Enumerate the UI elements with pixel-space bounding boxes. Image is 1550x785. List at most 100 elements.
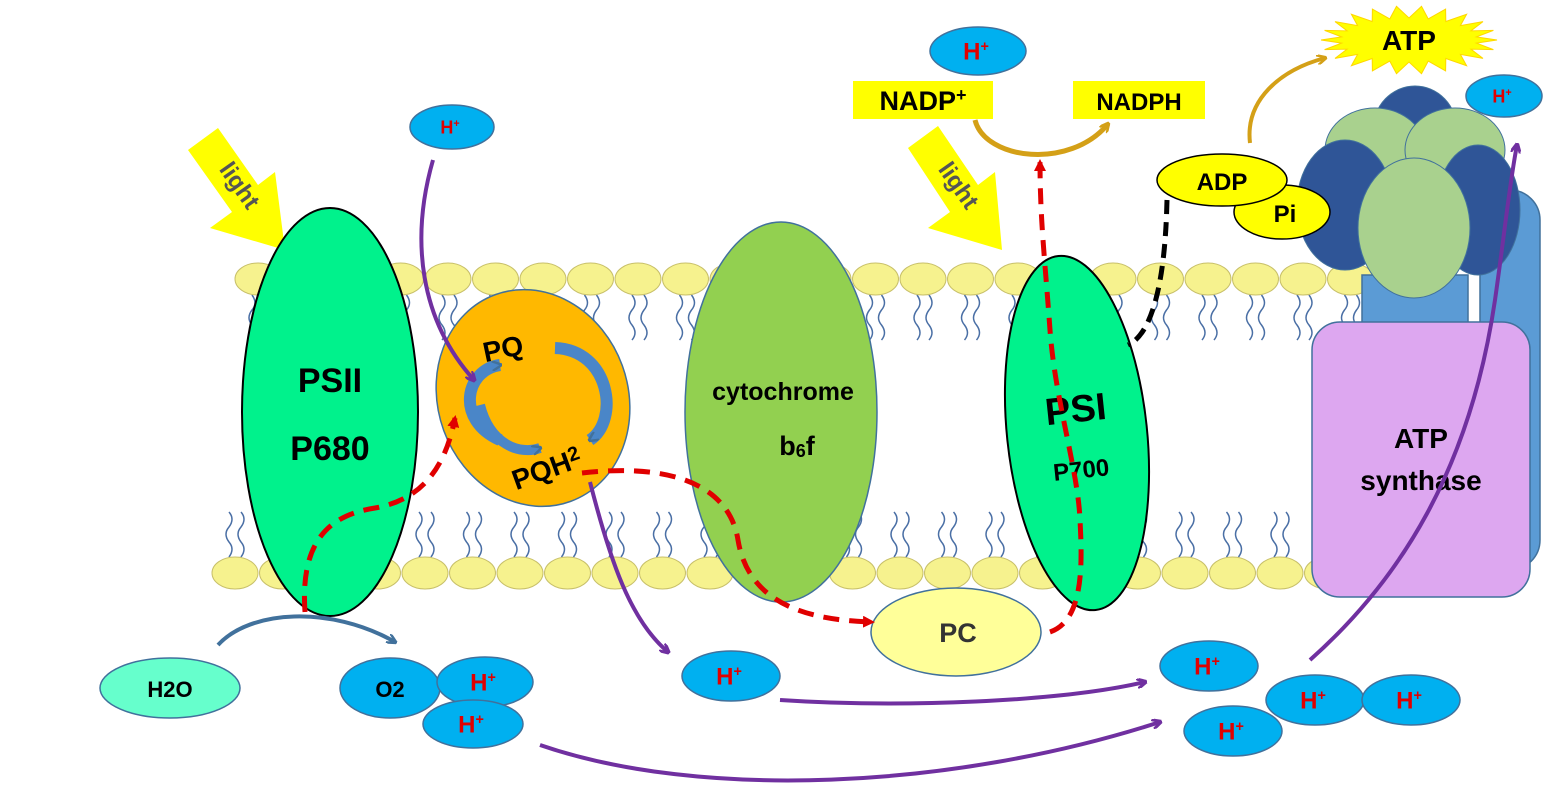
lipid-tail — [865, 294, 886, 341]
cytochrome-b6f-complex: cytochrome b6f — [684, 221, 878, 603]
psii-label: PSII — [298, 362, 362, 400]
lipid-tail — [628, 294, 648, 341]
water-splitting-arrow — [216, 614, 395, 647]
psi-complex: PSI P700 — [1003, 254, 1151, 612]
lipid-head-bottom — [449, 556, 496, 590]
h-ion: H+ — [1159, 640, 1259, 692]
adp-molecule: ADP Pi — [1156, 153, 1331, 240]
o2-label: O2 — [375, 677, 404, 702]
pi-label: Pi — [1274, 201, 1297, 228]
nadph-label: NADPH — [1096, 89, 1181, 116]
electron-transport-path — [301, 159, 1084, 635]
lipid-head-bottom — [876, 556, 924, 590]
h-ion: H+ — [422, 699, 524, 749]
lipid-head-bottom — [971, 556, 1019, 590]
lipid-tail — [1270, 511, 1290, 558]
h2o-label: H2O — [147, 677, 192, 702]
h-ion-label: H+ — [440, 117, 459, 137]
psi-label: PSI — [1043, 386, 1108, 434]
lipid-head-top — [1184, 262, 1232, 296]
nadp-label: NADP+ — [879, 85, 966, 116]
lipid-head-bottom — [544, 556, 591, 590]
nadp-reduction-arrow — [972, 119, 1108, 157]
b6f-f: f — [806, 431, 816, 461]
h-ion-label: H+ — [1218, 719, 1244, 746]
h-ion-label: H+ — [716, 664, 742, 691]
nadp-superscript: + — [956, 85, 967, 105]
lipid-tail — [510, 511, 530, 558]
light-arrow-left: light — [188, 128, 285, 250]
h-ion: H+ — [929, 26, 1027, 76]
atp-label: ATP — [1382, 25, 1436, 56]
plastoquinone-pool: PQ PQH2 — [435, 288, 631, 508]
h-ion-label: H+ — [1300, 688, 1326, 715]
lipid-tail — [1175, 511, 1195, 558]
lipid-head-bottom — [401, 556, 449, 590]
h-ion-label: H+ — [470, 670, 496, 697]
nadp-label-box: NADP+ — [853, 81, 993, 119]
atp-synthase-label-1: ATP — [1394, 423, 1448, 454]
h-ion: H+ — [409, 104, 495, 150]
oxygen-molecule: O2 — [339, 657, 441, 719]
lipid-head-top — [1279, 262, 1327, 296]
lipid-tail — [415, 511, 435, 558]
electron-path-psii-to-pq — [301, 415, 460, 613]
lipid-head-bottom — [591, 556, 639, 590]
lipid-head-bottom — [1161, 556, 1209, 590]
lipid-head-bottom — [211, 556, 259, 590]
proton-path-pq-to-lumen — [588, 481, 668, 652]
atp-release-arrow — [1247, 58, 1325, 144]
h-ion: H+ — [681, 650, 781, 702]
lipid-head-top — [567, 262, 614, 296]
adp-binding-path — [1126, 199, 1170, 348]
lipid-tail — [1150, 294, 1171, 341]
lipid-tail — [225, 511, 245, 558]
nadph-label-box: NADPH — [1073, 81, 1205, 119]
h-ion-label: H+ — [1396, 688, 1422, 715]
lipid-head-top — [662, 262, 709, 296]
proton-ions: H+ H+ H+ H+ H+ H+ H+ H+ H+ H+ — [409, 26, 1543, 757]
light-arrow-right: light — [908, 126, 1002, 250]
lipid-head-bottom — [924, 556, 971, 590]
lipid-tail — [985, 511, 1005, 558]
electron-path-pq-to-pc — [581, 468, 875, 628]
cytochrome-label: cytochrome — [712, 378, 854, 406]
nadp-text: NADP — [879, 86, 956, 116]
lipid-tail — [937, 511, 958, 558]
lipid-head-bottom — [496, 556, 544, 590]
h-ion: H+ — [1183, 705, 1283, 757]
h-ion-label: H+ — [1492, 86, 1511, 106]
proton-movement-paths — [419, 145, 1517, 783]
lipid-head-top — [614, 262, 662, 296]
psii-complex: PSII P680 — [241, 207, 419, 617]
lipid-head-top — [899, 262, 947, 296]
lipid-tail — [960, 294, 981, 341]
b6f-label: b6f — [779, 431, 816, 461]
lipid-head-top — [947, 262, 994, 296]
h-ion-label: H+ — [458, 712, 484, 739]
lipid-head-top — [1232, 262, 1279, 296]
plastocyanin: PC — [870, 587, 1042, 677]
lipid-tail — [557, 511, 578, 558]
atp-synthase-f1-head — [1296, 85, 1521, 299]
adp-label: ADP — [1197, 169, 1248, 196]
atp-synthase-f0 — [1311, 321, 1531, 598]
lipid-tail — [462, 511, 483, 558]
lipid-tail — [913, 294, 933, 341]
proton-path-lumen-1 — [779, 682, 1145, 706]
h-ion: H+ — [1465, 74, 1543, 118]
water-molecule: H2O — [99, 657, 241, 719]
electron-path-pc-to-nadp — [1034, 159, 1084, 635]
proton-path-into-pq — [419, 159, 474, 380]
h-ion: H+ — [1361, 674, 1461, 726]
b6f-b: b — [779, 431, 796, 461]
lipid-tail — [1245, 294, 1266, 341]
lipid-tail — [1222, 511, 1243, 558]
p700-label: P700 — [1052, 454, 1111, 487]
proton-path-lumen-2 — [539, 722, 1160, 783]
atp-synthase: ATP synthase — [1296, 85, 1541, 598]
h-ion: H+ — [436, 656, 534, 708]
proton-path-through-atp-synthase — [1308, 145, 1517, 662]
lipid-head-top — [424, 262, 472, 296]
